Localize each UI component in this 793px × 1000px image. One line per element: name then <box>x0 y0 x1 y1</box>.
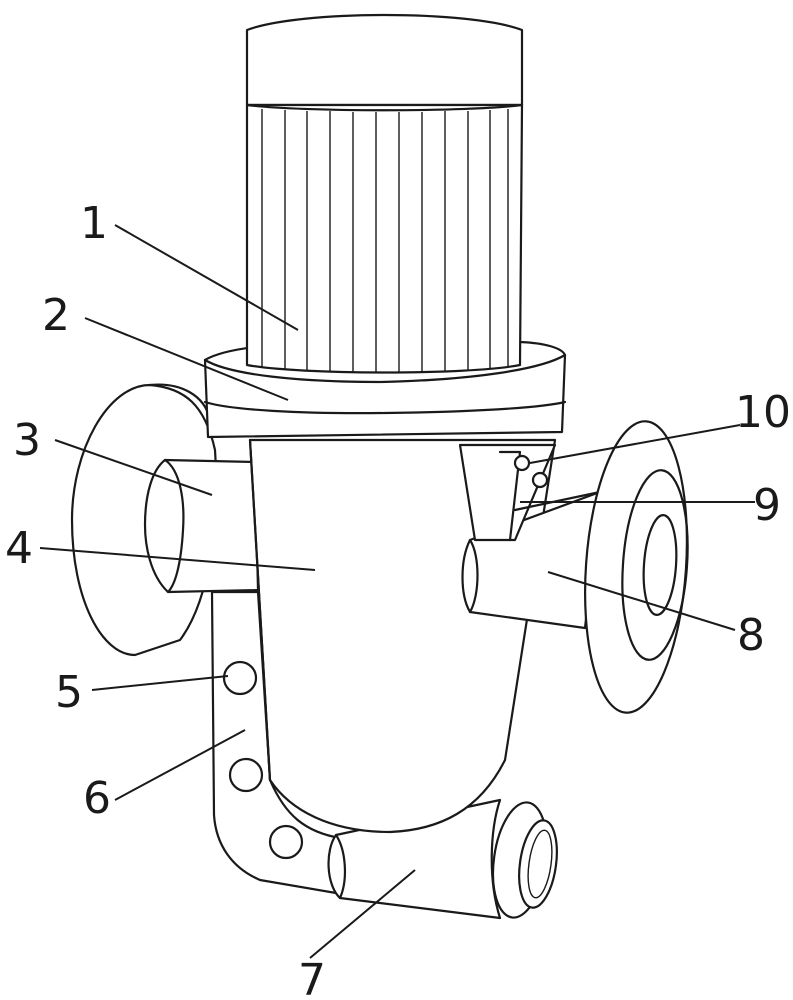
pipe-port-circle <box>268 824 304 860</box>
part-label-6: 6 <box>83 773 111 824</box>
leader-line-10 <box>529 424 741 464</box>
right-outlet-pipe <box>461 490 602 630</box>
leader-line-1 <box>114 224 299 331</box>
leader-line-3 <box>54 439 213 496</box>
part-label-7: 7 <box>298 955 326 1000</box>
drain-elbow-pipe <box>210 590 342 895</box>
bracket-bolt <box>531 471 549 489</box>
part-label-1: 1 <box>80 198 108 249</box>
electric-motor <box>245 13 524 374</box>
leader-line-4 <box>39 547 316 571</box>
part-label-4: 4 <box>5 523 33 574</box>
part-label-10: 10 <box>735 387 791 438</box>
outlet-nozzle-bore <box>527 829 553 899</box>
right-outlet-flange <box>583 420 689 714</box>
leader-line-6 <box>114 729 246 801</box>
pipe-port-circle <box>228 757 264 793</box>
part-label-5: 5 <box>55 667 83 718</box>
leader-line-5 <box>91 675 229 691</box>
left-inlet-pipe <box>143 458 260 594</box>
leader-line-8 <box>547 571 736 631</box>
leader-lines <box>39 224 755 959</box>
leader-line-7 <box>309 869 416 959</box>
support-bracket <box>458 443 602 542</box>
leader-line-2 <box>84 317 289 401</box>
bracket-bolt <box>513 454 531 472</box>
part-label-2: 2 <box>42 290 70 341</box>
pipe-port-circle <box>222 660 258 696</box>
part-label-9: 9 <box>753 480 781 531</box>
motor-cooling-fins <box>261 109 509 373</box>
part-label-3: 3 <box>13 415 41 466</box>
part-label-8: 8 <box>737 610 765 661</box>
part-number-labels: 1 2 3 4 5 6 7 8 9 10 <box>5 198 791 1000</box>
